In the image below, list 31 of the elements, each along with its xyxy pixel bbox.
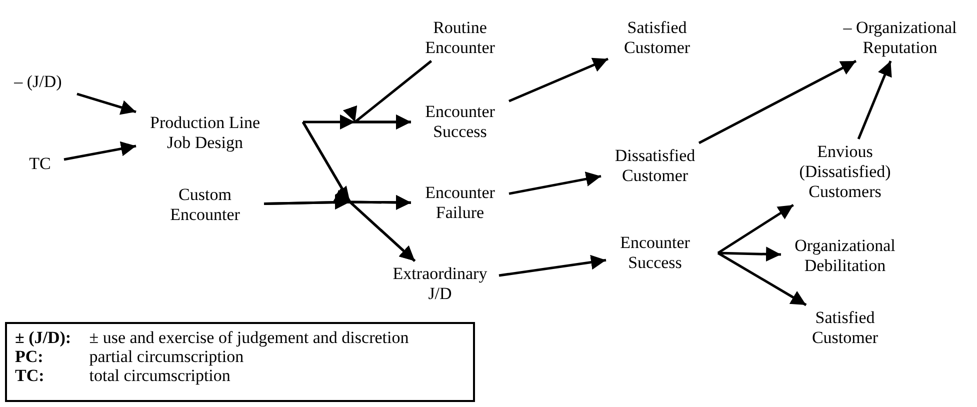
node-label: Production Line Job Design xyxy=(140,113,270,153)
node-label: Custom Encounter xyxy=(150,185,260,225)
node-label: Extraordinary J/D xyxy=(385,264,495,304)
key-entry: PC: partial circumscription xyxy=(15,347,245,366)
arrow xyxy=(857,60,892,140)
node-label: Satisfied Customer xyxy=(800,308,890,348)
key-entry: TC: total circumscription xyxy=(15,366,232,385)
arrow xyxy=(76,92,136,115)
key-entry: ± (J/D): ± use and exercise of judgement and discretion xyxy=(15,328,410,347)
arrow xyxy=(508,58,608,102)
arrow xyxy=(717,204,794,254)
node-label: Encounter Success xyxy=(415,102,505,142)
node-label: Encounter Failure xyxy=(415,183,505,223)
arrow xyxy=(64,141,136,161)
arrow xyxy=(264,190,416,262)
key-box xyxy=(5,322,475,402)
node-label: Routine Encounter xyxy=(415,18,505,58)
node-label: TC xyxy=(20,154,60,174)
node-label: Satisfied Customer xyxy=(612,18,702,58)
node-label: – (J/D) xyxy=(3,72,73,92)
arrow xyxy=(698,60,857,144)
node-label: Encounter Success xyxy=(610,233,700,273)
node-label: Dissatisfied Customer xyxy=(605,146,705,186)
arrow xyxy=(508,172,602,195)
node-label: Envious (Dissatisfied) Customers xyxy=(782,142,908,202)
node-label: – Organizational Reputation xyxy=(830,18,970,58)
arrow xyxy=(718,246,782,262)
node-label: Organizational Debilitation xyxy=(785,236,905,276)
arrow xyxy=(343,60,432,130)
arrow xyxy=(498,254,606,277)
arrow xyxy=(717,252,807,306)
